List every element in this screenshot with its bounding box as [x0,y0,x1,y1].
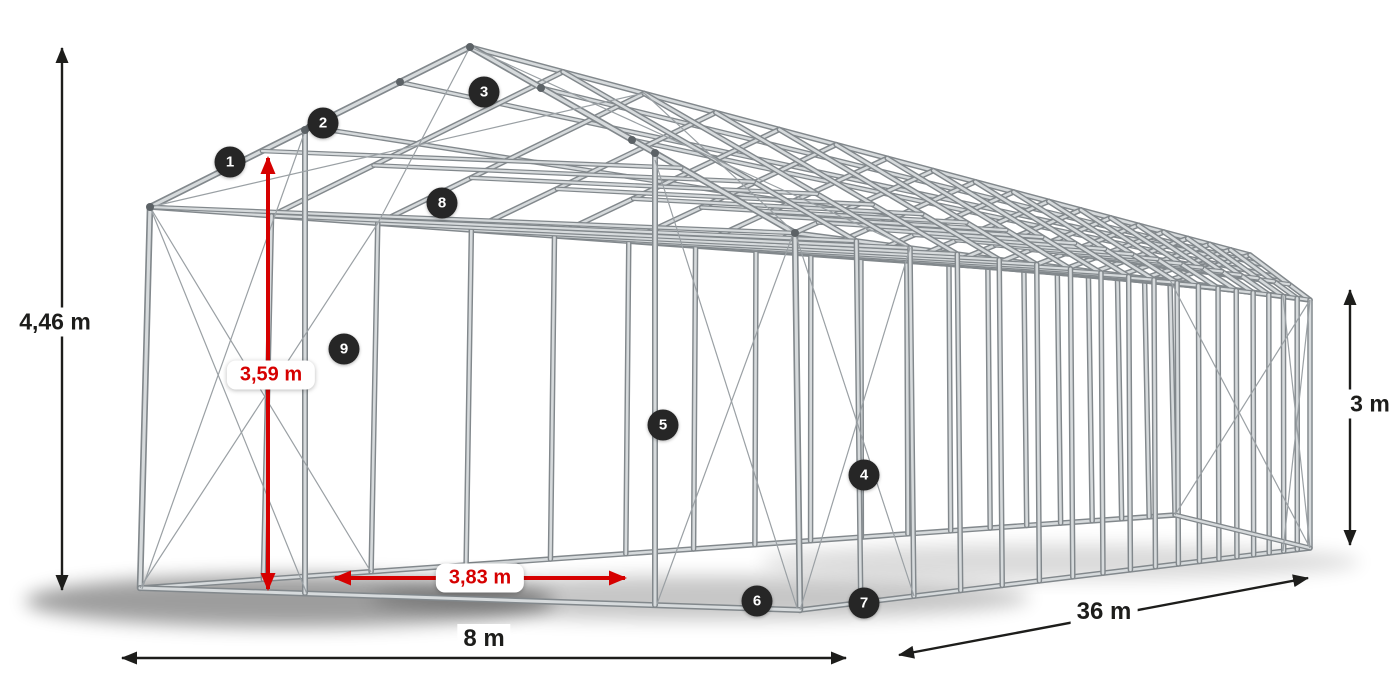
callout-7: 7 [848,587,880,619]
callout-3: 3 [468,76,500,108]
callout-4: 4 [848,459,880,491]
ground-shadow [25,544,1360,627]
callout-9: 9 [328,333,360,365]
total-height-label: 4,46 m [13,307,97,337]
tent-steel-frame [136,43,1313,614]
side-height-label: 3 m [1344,389,1396,419]
callout-2: 2 [307,107,339,139]
callout-6: 6 [741,585,773,617]
callout-5: 5 [647,409,679,441]
callout-8: 8 [426,187,458,219]
length-label: 36 m [1070,597,1138,627]
clear-width-label: 3,83 m [435,563,525,593]
width-label: 8 m [457,624,511,654]
callout-1: 1 [214,146,246,178]
clear-height-label: 3,59 m [226,360,316,390]
